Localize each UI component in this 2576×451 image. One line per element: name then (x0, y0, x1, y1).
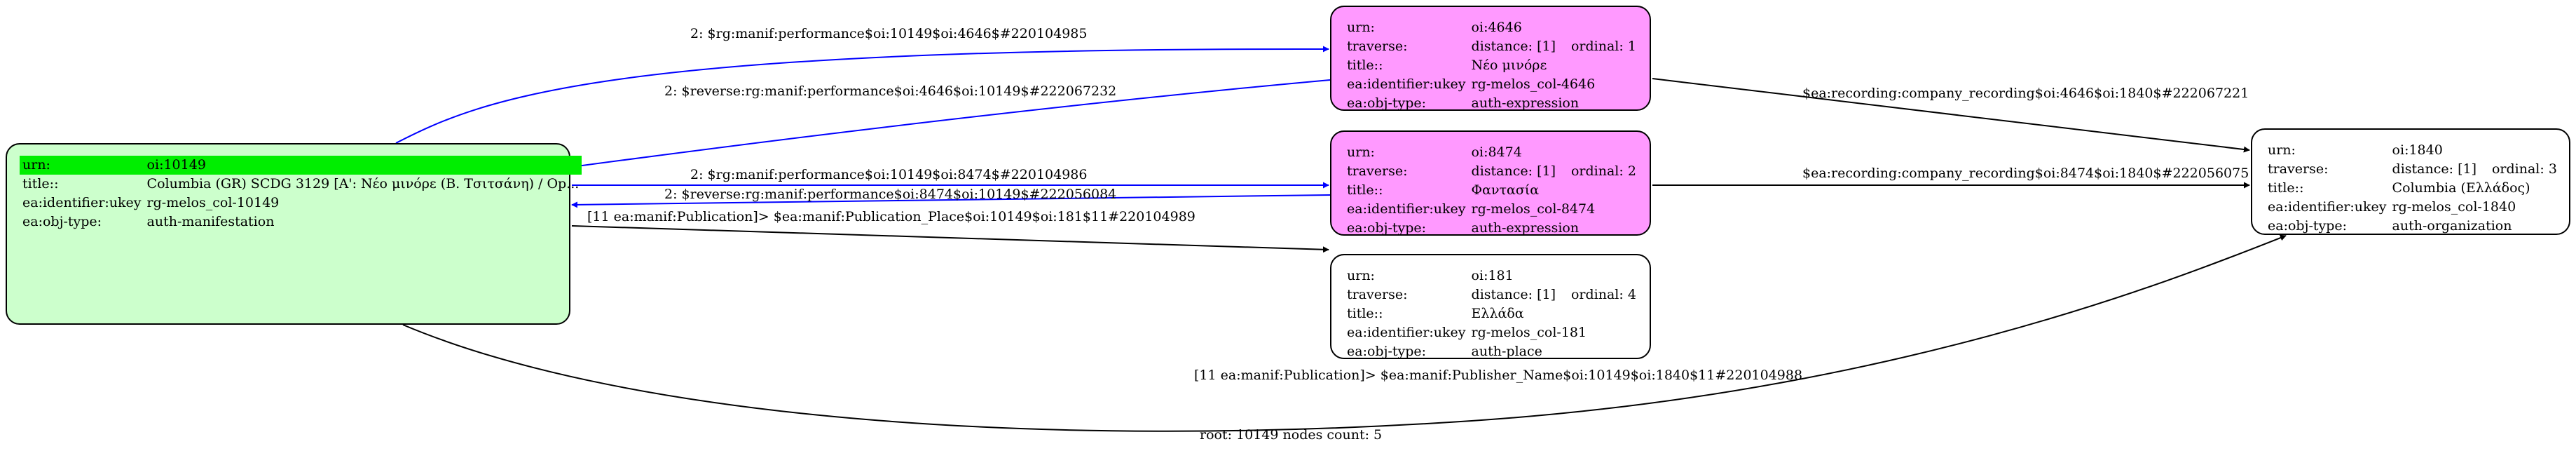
field-obj-type: ea:obj-type:auth-manifestation (22, 214, 275, 229)
field-urn: urn:oi:1840 (2268, 142, 2443, 158)
field-title: title::Columbia (GR) SCDG 3129 [Α': Νέο … (22, 176, 580, 191)
field-title: title::Columbia (Ελλάδος) (2268, 180, 2530, 196)
edge-oi-8474-to-oi-10149 (571, 194, 1331, 208)
field-title: title::Φαντασία (1347, 182, 1540, 198)
field-urn: urn:oi:4646 (1347, 20, 1522, 35)
field-title: title::Νέο μινόρε (1347, 58, 1547, 73)
node-fields: urn:oi:181 traverse:distance: [1]ordinal… (1344, 267, 1639, 361)
field-obj-type: ea:obj-type:auth-expression (1347, 95, 1580, 111)
edge-label: $ea:recording:company_recording$oi:8474$… (1802, 166, 2249, 181)
field-obj-type: ea:obj-type:auth-organization (2268, 218, 2512, 234)
field-obj-type: ea:obj-type:auth-place (1347, 344, 1542, 359)
graph-footer: root: 10149 nodes count: 5 (1200, 427, 1383, 443)
edge-oi-4646-to-oi-10149 (571, 79, 1331, 170)
edge-oi-10149-to-oi-181 (571, 225, 1329, 253)
edge-oi-10149-to-oi-4646 (395, 46, 1329, 144)
edge-label: [11 ea:manif:Publication]> $ea:manif:Pub… (1194, 368, 1803, 383)
node-oi-8474[interactable]: urn:oi:8474 traverse:distance: [1]ordina… (1330, 130, 1651, 236)
field-urn: urn:oi:181 (1347, 268, 1514, 283)
node-fields: urn:oi:10149 title::Columbia (GR) SCDG 3… (20, 156, 582, 231)
edge-oi-10149-to-oi-1840 (402, 234, 2287, 432)
edge-oi-4646-to-oi-1840 (1652, 78, 2250, 153)
field-urn: urn:oi:10149 (20, 156, 582, 175)
node-fields: urn:oi:1840 traverse:distance: [1]ordina… (2265, 141, 2560, 236)
field-obj-type: ea:obj-type:auth-expression (1347, 220, 1580, 236)
node-fields: urn:oi:4646 traverse:distance: [1]ordina… (1344, 18, 1639, 113)
edge-label: 2: $reverse:rg:manif:performance$oi:4646… (664, 83, 1117, 99)
node-fields: urn:oi:8474 traverse:distance: [1]ordina… (1344, 143, 1639, 238)
edge-label: [11 ea:manif:Publication]> $ea:manif:Pub… (587, 209, 1195, 224)
field-traverse: traverse:distance: [1]ordinal: 4 (1347, 287, 1636, 302)
field-traverse: traverse:distance: [1]ordinal: 1 (1347, 39, 1636, 54)
edge-label: 2: $rg:manif:performance$oi:10149$oi:464… (690, 26, 1088, 41)
node-oi-181[interactable]: urn:oi:181 traverse:distance: [1]ordinal… (1330, 254, 1651, 359)
field-traverse: traverse:distance: [1]ordinal: 3 (2268, 161, 2557, 177)
node-oi-1840[interactable]: urn:oi:1840 traverse:distance: [1]ordina… (2251, 128, 2570, 235)
edge-label: 2: $rg:manif:performance$oi:10149$oi:847… (690, 167, 1088, 182)
field-urn: urn:oi:8474 (1347, 144, 1522, 160)
node-oi-4646[interactable]: urn:oi:4646 traverse:distance: [1]ordina… (1330, 6, 1651, 111)
field-traverse: traverse:distance: [1]ordinal: 2 (1347, 163, 1636, 179)
field-title: title::Ελλάδα (1347, 306, 1524, 321)
edge-label: 2: $reverse:rg:manif:performance$oi:8474… (664, 187, 1117, 202)
node-oi-10149[interactable]: urn:oi:10149 title::Columbia (GR) SCDG 3… (6, 143, 582, 325)
edge-label: $ea:recording:company_recording$oi:4646$… (1802, 86, 2249, 101)
